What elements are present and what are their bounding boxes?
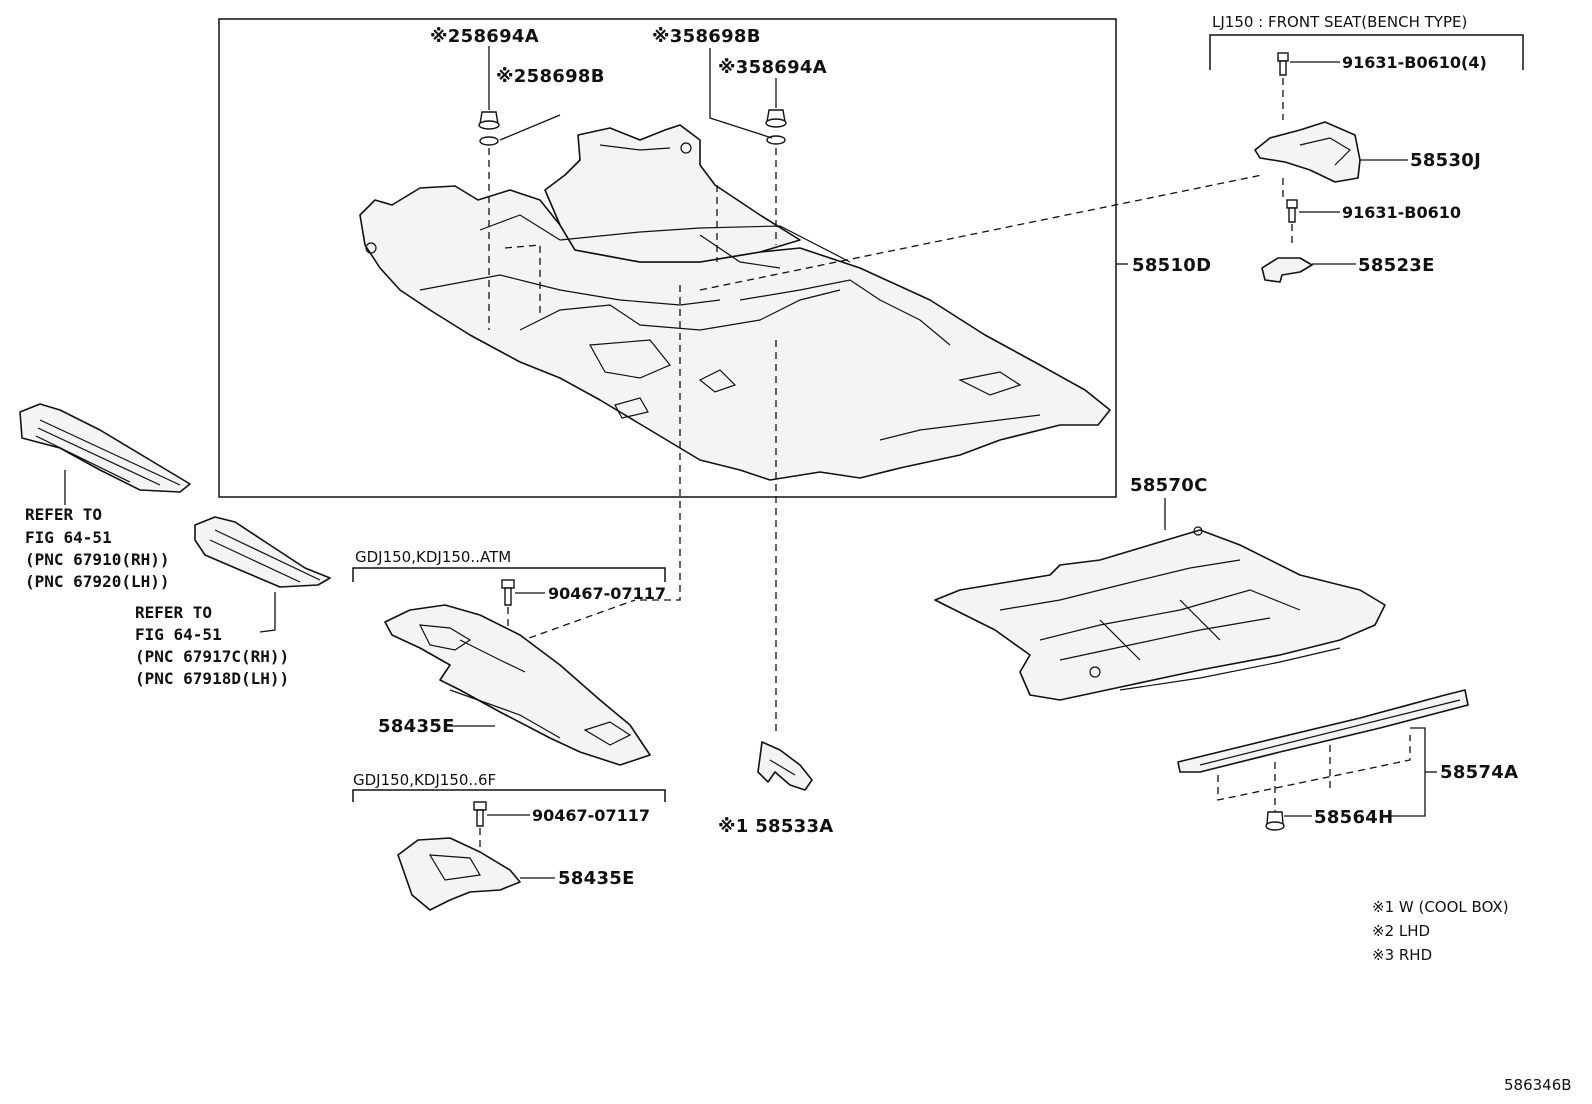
label-58523E: 58523E	[1358, 255, 1435, 276]
clip-fastener-icon[interactable]	[1265, 811, 1285, 831]
label-58435E-atm: 58435E	[378, 716, 455, 737]
ref1-line: (PNC 67910(RH))	[25, 550, 170, 569]
clip-fastener-icon[interactable]	[765, 109, 787, 128]
label-58533A: ※1 58533A	[718, 816, 834, 837]
carpet-frame	[218, 18, 1117, 498]
bolt-icon[interactable]	[501, 579, 515, 606]
step-plate-58574A[interactable]	[1177, 689, 1469, 773]
clip-fastener-icon[interactable]	[478, 111, 500, 130]
bolt-icon[interactable]	[1286, 199, 1298, 223]
reference-note-front: REFER TO FIG 64-51 (PNC 67910(RH)) (PNC …	[25, 505, 170, 591]
washer-icon[interactable]	[479, 136, 499, 146]
atm-bracket-frame	[352, 567, 666, 582]
ref2-line: REFER TO	[135, 603, 212, 622]
ref1-line: (PNC 67920(LH))	[25, 572, 170, 591]
label-58694A-lhd: ※258694A	[430, 26, 539, 47]
legend-item: ※1 W (COOL BOX)	[1372, 898, 1509, 916]
scuff-plate-rear[interactable]	[194, 516, 331, 588]
legend-item: ※3 RHD	[1372, 946, 1432, 964]
reference-note-rear: REFER TO FIG 64-51 (PNC 67917C(RH)) (PNC…	[135, 603, 289, 688]
ref2-line: FIG 64-51	[135, 625, 222, 644]
label-58698B-rhd: ※358698B	[652, 26, 761, 47]
label-91631: 91631-B0610	[1342, 203, 1461, 222]
ref2-line: (PNC 67918D(LH))	[135, 669, 289, 688]
ref1-line: FIG 64-51	[25, 528, 112, 547]
6f-group-header: GDJ150,KDJ150..6F	[353, 771, 496, 789]
label-58570C: 58570C	[1130, 475, 1208, 496]
label-58698B-lhd: ※258698B	[496, 66, 605, 87]
legend-item: ※2 LHD	[1372, 922, 1430, 940]
label-91631-4: 91631-B0610(4)	[1342, 53, 1487, 72]
label-58435E-6f: 58435E	[558, 868, 635, 889]
label-90467-atm: 90467-07117	[548, 584, 666, 603]
ref2-line: (PNC 67917C(RH))	[135, 647, 289, 666]
bench-group-header: LJ150 : FRONT SEAT(BENCH TYPE)	[1212, 13, 1467, 31]
scuff-plate-front[interactable]	[19, 403, 191, 493]
floor-silencer-58435E-atm[interactable]	[384, 604, 651, 766]
bench-bracket-frame	[1209, 34, 1524, 70]
seat-bracket-58530J[interactable]	[1254, 121, 1361, 183]
rear-floor-carpet-58570C[interactable]	[934, 526, 1386, 701]
label-58510D: 58510D	[1132, 255, 1211, 276]
label-58694A-rhd: ※358694A	[718, 57, 827, 78]
bolt-icon[interactable]	[473, 801, 487, 827]
legend: ※1 W (COOL BOX) ※2 LHD ※3 RHD	[1372, 898, 1509, 964]
label-58574A: 58574A	[1440, 762, 1518, 783]
coolbox-bracket-58533A[interactable]	[757, 741, 813, 791]
figure-id: 586346B	[1504, 1076, 1572, 1094]
bracket-58523E[interactable]	[1261, 257, 1313, 283]
atm-group-header: GDJ150,KDJ150..ATM	[355, 548, 511, 566]
floor-silencer-58435E-6f[interactable]	[397, 837, 521, 911]
ref1-line: REFER TO	[25, 505, 102, 524]
label-58530J: 58530J	[1410, 150, 1481, 171]
6f-bracket-frame	[352, 789, 666, 802]
bolt-icon[interactable]	[1277, 52, 1289, 76]
label-58564H: 58564H	[1314, 807, 1394, 828]
floor-carpet-58510D[interactable]	[359, 124, 1111, 481]
label-90467-6f: 90467-07117	[532, 806, 650, 825]
